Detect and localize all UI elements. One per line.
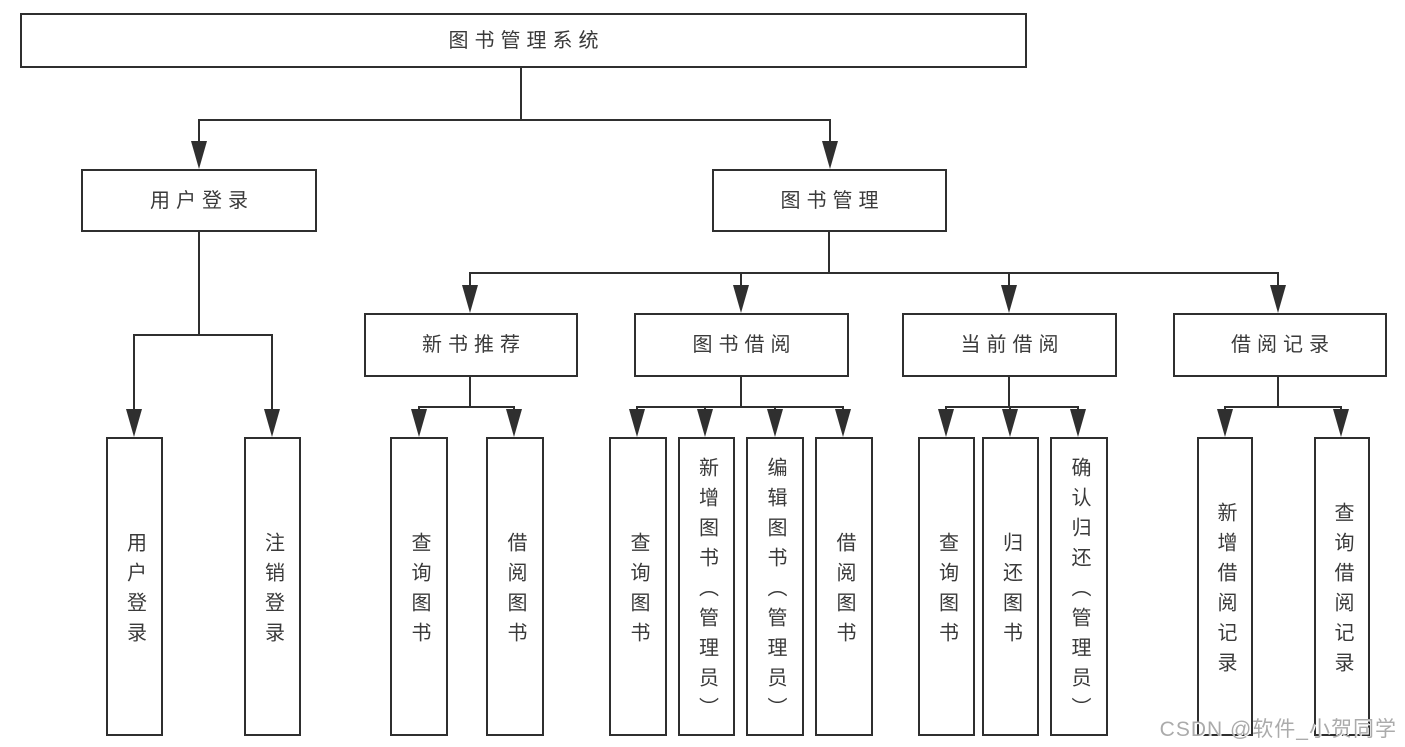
leaf-user-login-label: 用户登录 — [123, 531, 146, 652]
leaf-add-book-admin: 新增图书（管理员） — [678, 437, 735, 736]
connector-borrowing-shaft-3 — [774, 406, 776, 411]
leaf-user-login: 用户登录 — [106, 437, 163, 736]
arrow-down-icon — [1217, 409, 1233, 437]
connector-borrowing-stem — [740, 377, 742, 406]
connector-userlogin-shaft-1 — [133, 334, 135, 410]
connector-records-shaft-1 — [1224, 406, 1226, 411]
leaf-edit-book-admin-label: 编辑图书（管理员） — [764, 456, 786, 727]
leaf-query-books-recommend: 查询图书 — [390, 437, 448, 736]
node-user-login-label: 用户登录 — [150, 189, 254, 212]
arrow-down-icon — [629, 409, 645, 437]
node-current-borrowing: 当前借阅 — [902, 313, 1117, 377]
leaf-logout: 注销登录 — [244, 437, 301, 736]
connector-bookmgmt-shaft-1 — [469, 272, 471, 287]
connector-bookmgmt-shaft-4 — [1277, 272, 1279, 287]
connector-bookmgmt-shaft-3 — [1008, 272, 1010, 287]
connector-current-shaft-3 — [1077, 406, 1079, 411]
node-library-management-system-label: 图书管理系统 — [448, 29, 605, 52]
node-user-login: 用户登录 — [81, 169, 317, 232]
connector-root-stem — [520, 68, 522, 119]
leaf-borrow-books-recommend: 借阅图书 — [486, 437, 544, 736]
leaf-query-books-recommend-label: 查询图书 — [408, 531, 430, 652]
node-borrowing-records-label: 借阅记录 — [1231, 334, 1335, 356]
connector-borrowing-shaft-4 — [842, 406, 844, 411]
arrow-down-icon — [1070, 409, 1086, 437]
csdn-watermark: CSDN @软件_小贺同学 — [1159, 718, 1397, 741]
leaf-query-books-borrowing-label: 查询图书 — [627, 531, 649, 652]
connector-borrowing-rail — [636, 406, 844, 408]
connector-userlogin-rail — [133, 334, 273, 336]
arrow-down-icon — [1333, 409, 1349, 437]
arrow-down-icon — [462, 285, 478, 313]
connector-newbook-shaft-2 — [513, 406, 515, 411]
connector-records-rail — [1224, 406, 1342, 408]
arrow-down-icon — [835, 409, 851, 437]
node-new-book-recommend-label: 新书推荐 — [422, 334, 526, 356]
arrow-down-icon — [126, 409, 142, 437]
connector-borrowing-shaft-2 — [704, 406, 706, 411]
connector-newbook-shaft-1 — [418, 406, 420, 411]
arrow-down-icon — [938, 409, 954, 437]
node-borrowing-records: 借阅记录 — [1173, 313, 1387, 377]
leaf-query-books-current: 查询图书 — [918, 437, 975, 736]
connector-bookmgmt-rail — [469, 272, 1279, 274]
arrow-down-icon — [767, 409, 783, 437]
leaf-add-borrow-record: 新增借阅记录 — [1197, 437, 1253, 736]
leaf-query-books-borrowing: 查询图书 — [609, 437, 667, 736]
arrow-down-icon — [1001, 285, 1017, 313]
connector-records-shaft-2 — [1340, 406, 1342, 411]
arrow-down-icon — [822, 141, 838, 169]
connector-root-right-shaft — [829, 119, 831, 142]
leaf-confirm-return-admin-label: 确认归还（管理员） — [1068, 456, 1090, 727]
arrow-down-icon — [506, 409, 522, 437]
connector-current-stem — [1008, 377, 1010, 406]
node-new-book-recommend: 新书推荐 — [364, 313, 578, 377]
connector-newbook-rail — [418, 406, 515, 408]
leaf-add-book-admin-label: 新增图书（管理员） — [695, 456, 718, 727]
connector-root-left-shaft — [198, 119, 200, 142]
arrow-down-icon — [697, 409, 713, 437]
connector-userlogin-shaft-2 — [271, 334, 273, 410]
connector-records-stem — [1277, 377, 1279, 406]
node-book-borrowing: 图书借阅 — [634, 313, 849, 377]
leaf-add-borrow-record-label: 新增借阅记录 — [1214, 501, 1236, 682]
connector-root-rail — [198, 119, 831, 121]
leaf-query-books-current-label: 查询图书 — [935, 531, 958, 652]
connector-bookmgmt-shaft-2 — [740, 272, 742, 287]
node-library-management-system: 图书管理系统 — [20, 13, 1027, 68]
node-book-management: 图书管理 — [712, 169, 947, 232]
arrow-down-icon — [1002, 409, 1018, 437]
node-book-borrowing-label: 图书借阅 — [692, 334, 797, 356]
leaf-borrow-books-recommend-label: 借阅图书 — [504, 531, 526, 652]
leaf-query-borrow-record-label: 查询借阅记录 — [1331, 501, 1353, 682]
arrow-down-icon — [191, 141, 207, 169]
connector-current-rail — [945, 406, 1079, 408]
arrow-down-icon — [264, 409, 280, 437]
arrow-down-icon — [411, 409, 427, 437]
leaf-borrow-books-borrowing: 借阅图书 — [815, 437, 873, 736]
node-book-management-label: 图书管理 — [780, 189, 885, 212]
arrow-down-icon — [733, 285, 749, 313]
node-current-borrowing-label: 当前借阅 — [960, 334, 1065, 356]
connector-borrowing-shaft-1 — [636, 406, 638, 411]
connector-current-shaft-1 — [945, 406, 947, 411]
connector-current-shaft-2 — [1009, 406, 1011, 411]
connector-newbook-stem — [469, 377, 471, 406]
leaf-return-book-label: 归还图书 — [999, 531, 1022, 652]
leaf-edit-book-admin: 编辑图书（管理员） — [746, 437, 804, 736]
leaf-confirm-return-admin: 确认归还（管理员） — [1050, 437, 1108, 736]
leaf-return-book: 归还图书 — [982, 437, 1039, 736]
connector-userlogin-stem — [198, 232, 200, 334]
arrow-down-icon — [1270, 285, 1286, 313]
leaf-borrow-books-borrowing-label: 借阅图书 — [833, 531, 855, 652]
connector-bookmgmt-stem — [828, 232, 830, 272]
leaf-query-borrow-record: 查询借阅记录 — [1314, 437, 1370, 736]
leaf-logout-label: 注销登录 — [261, 531, 284, 652]
